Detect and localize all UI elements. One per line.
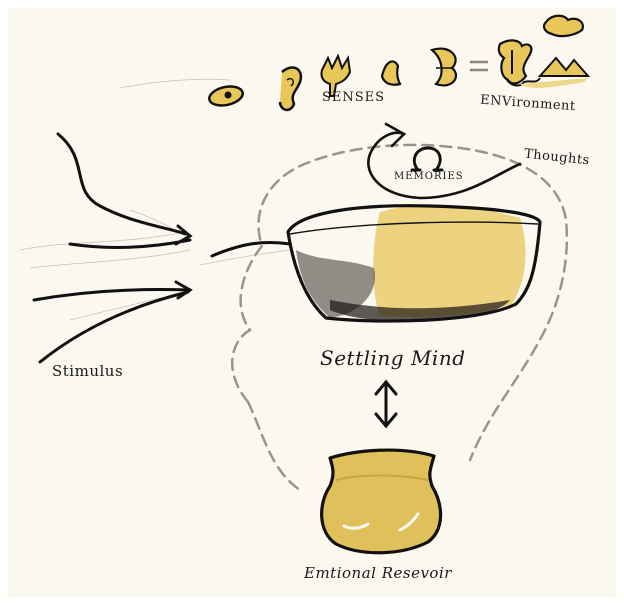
settling-mind-label: Settling Mind xyxy=(320,346,466,370)
cloud-icon xyxy=(544,16,583,36)
settling-mind-bowl xyxy=(288,205,540,322)
emotional-reservoir-label: Emtional Resevoir xyxy=(304,564,452,582)
emotional-reservoir-pot xyxy=(322,450,441,553)
senses-label: SENSES xyxy=(322,90,385,105)
memories-label: MEMORIES xyxy=(394,171,464,182)
stimulus-label: Stimulus xyxy=(52,362,123,380)
